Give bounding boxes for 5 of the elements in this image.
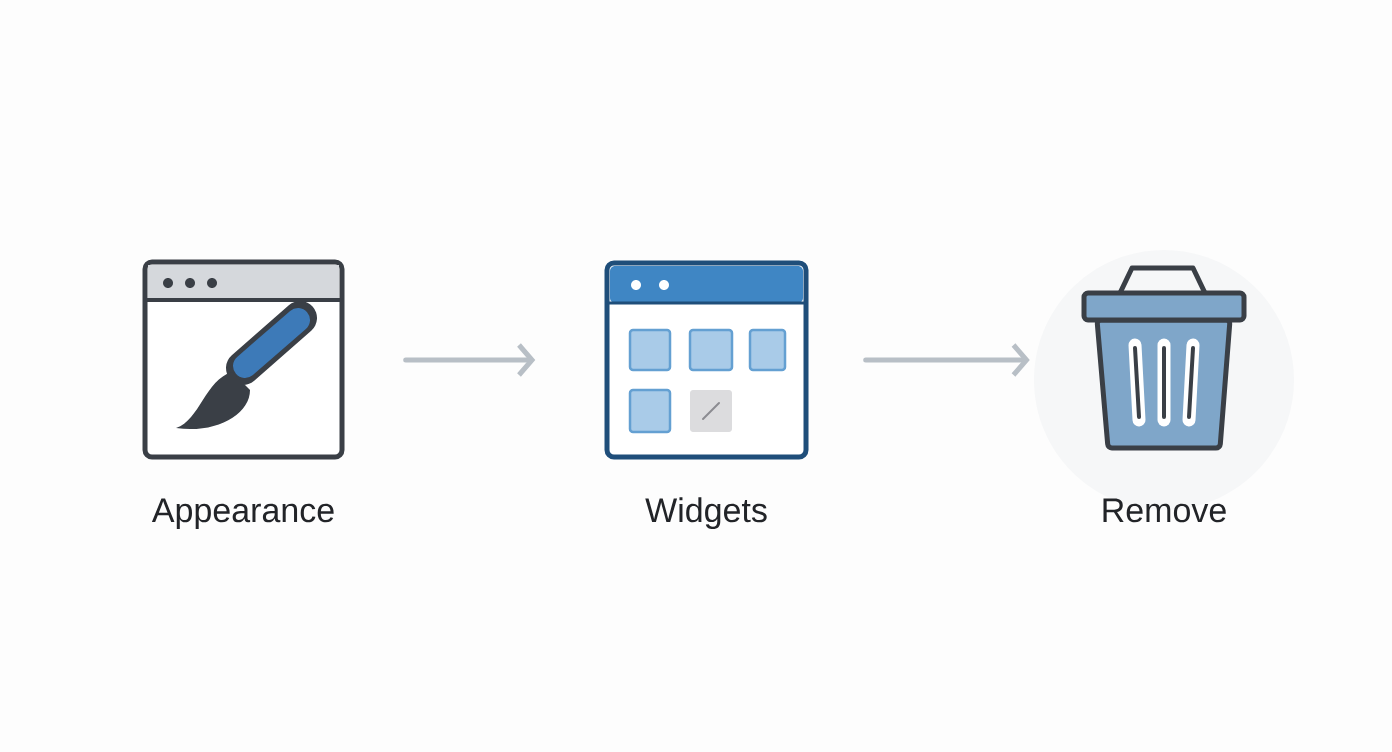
node-label: Widgets xyxy=(645,497,767,530)
arrow xyxy=(863,343,1030,377)
node-label: Appearance xyxy=(151,498,334,530)
node-label: Remove xyxy=(1103,498,1226,523)
arrow xyxy=(403,343,536,377)
